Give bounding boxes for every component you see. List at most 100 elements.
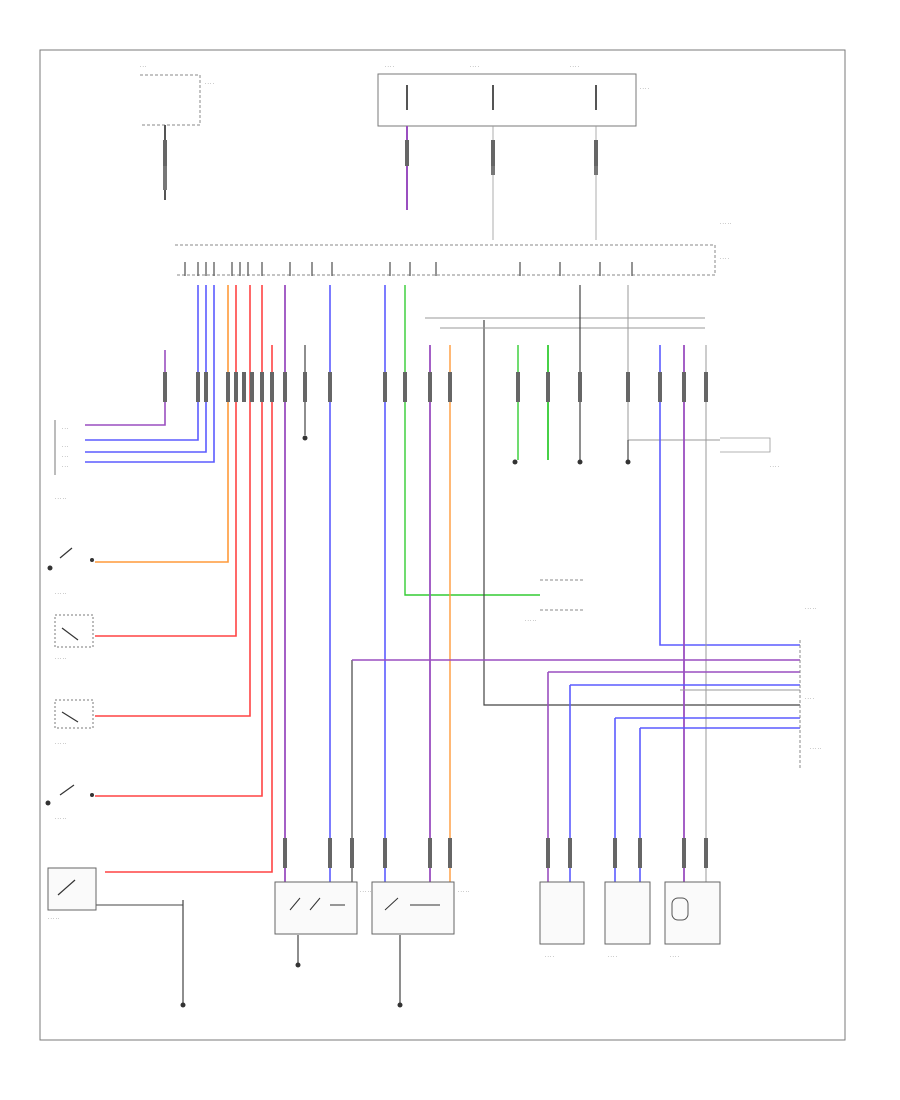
wire-blue-3 (85, 285, 215, 463)
svg-text:· · ·: · · · (62, 454, 68, 459)
svg-text:· · ·: · · · (62, 464, 68, 469)
svg-text:· · · ·: · · · · (670, 954, 679, 959)
wire-marker (546, 838, 550, 868)
wire-marker (428, 838, 432, 868)
ground-point (512, 459, 518, 465)
ground-points (45, 435, 631, 1008)
svg-text:· · · · ·: · · · · · (55, 591, 66, 596)
ground-point (295, 962, 301, 968)
svg-text:· · · ·: · · · · (720, 256, 729, 261)
svg-text:· · ·: · · · (140, 64, 146, 69)
switch-2: · · · · · (54, 591, 94, 648)
wire-marker (613, 838, 617, 868)
svg-text:· · · · ·: · · · · · (720, 221, 731, 226)
wire-red-4 (105, 345, 273, 873)
main-connector: · · · · · · · · · (175, 221, 731, 276)
wire-marker (242, 372, 246, 402)
ground-point (180, 1002, 186, 1008)
fuse-block-center: · · · · · · · · · · · · · · · · (377, 64, 649, 127)
wire-blue-9 (639, 727, 800, 885)
wire-violet-6 (547, 671, 800, 885)
wire-marker (491, 140, 495, 166)
svg-text:· · · · ·: · · · · · (55, 656, 66, 661)
diagram-frame (39, 49, 846, 1041)
wire-red-2 (95, 285, 251, 717)
svg-text:· · · · ·: · · · · · (55, 741, 66, 746)
wire-marker (303, 372, 307, 402)
ground-point (302, 435, 308, 441)
left-front-door-lock-actuator: · · · · · (274, 881, 371, 935)
svg-text:· · · ·: · · · · (640, 86, 649, 91)
wire-marker (226, 372, 230, 402)
wire-blue-6 (659, 345, 800, 646)
wire-marker (546, 372, 550, 402)
wire-marker (196, 372, 200, 402)
svg-text:· · · ·: · · · · (608, 954, 617, 959)
right-rear-door-lock-actuator: · · · · (664, 881, 721, 959)
wire-marker (428, 372, 432, 402)
wire-marker (270, 372, 274, 402)
ground-point (577, 459, 583, 465)
wire-marker (234, 372, 238, 402)
wire-marker (328, 838, 332, 868)
wire-marker (283, 372, 287, 402)
wire-marker (594, 140, 598, 166)
connector-pins (184, 262, 633, 276)
svg-text:· · · · ·: · · · · · (458, 889, 469, 894)
door-switch: · · · · · · · · · · (47, 816, 97, 921)
wire-red-1 (95, 285, 237, 637)
left-rear-door-lock-actuator: · · · · (604, 881, 651, 959)
wire-green-1 (404, 285, 540, 596)
right-top-switch: · · · · (720, 437, 779, 469)
wire-marker (448, 372, 452, 402)
switch-1: · · · · · (48, 496, 94, 570)
left-bracket: · · · · · · · · · · · · (54, 420, 68, 475)
wire-marker (283, 838, 287, 868)
svg-text:· · ·: · · · (62, 426, 68, 431)
wire-marker (682, 838, 686, 868)
ground-point (397, 1002, 403, 1008)
wire-marker (204, 372, 208, 402)
wire-violet-1 (85, 350, 166, 426)
svg-text:· · · ·: · · · · (805, 696, 814, 701)
wire-marker (704, 372, 708, 402)
fuse-block-left: · · · · · · · (140, 64, 214, 200)
center-relay: · · · · · (525, 579, 585, 623)
wire-marker (626, 372, 630, 402)
wire-marker (682, 372, 686, 402)
wire-marker (163, 372, 167, 402)
svg-text:· · · · ·: · · · · · (805, 606, 816, 611)
wire-red-3 (95, 285, 263, 797)
wire-blue-1 (85, 285, 199, 441)
svg-text:· · · ·: · · · · (470, 64, 479, 69)
svg-text:· · · ·: · · · · (770, 464, 779, 469)
wire-marker (383, 838, 387, 868)
ground-point (45, 800, 51, 806)
ecu-connector: · · · · · · · · · · · · · · (799, 606, 821, 770)
wire-marker (260, 372, 264, 402)
wire-marker (448, 838, 452, 868)
wire-marker (328, 372, 332, 402)
rear-door-lock-actuator: · · · · (539, 881, 585, 959)
wire-orange-1 (95, 285, 229, 563)
svg-text:· · · ·: · · · · (385, 64, 394, 69)
ground-point (47, 565, 53, 571)
switch-3: · · · · · (54, 656, 94, 729)
svg-text:· · · ·: · · · · (545, 954, 554, 959)
svg-text:· · · · ·: · · · · · (55, 496, 66, 501)
wire-marker (638, 838, 642, 868)
wire-marker (405, 140, 409, 166)
switch-4: · · · · · (46, 741, 94, 805)
svg-text:· · · · ·: · · · · · (360, 889, 371, 894)
svg-text:· · · ·: · · · · (570, 64, 579, 69)
svg-text:· · · · ·: · · · · · (48, 916, 59, 921)
wire-markers (163, 140, 708, 868)
wire-marker (403, 372, 407, 402)
svg-text:· · · · ·: · · · · · (55, 816, 66, 821)
wire-marker (350, 838, 354, 868)
svg-text:· · · ·: · · · · (205, 81, 214, 86)
wire-marker (704, 838, 708, 868)
wire-marker (163, 140, 167, 166)
svg-text:· · ·: · · · (62, 444, 68, 449)
